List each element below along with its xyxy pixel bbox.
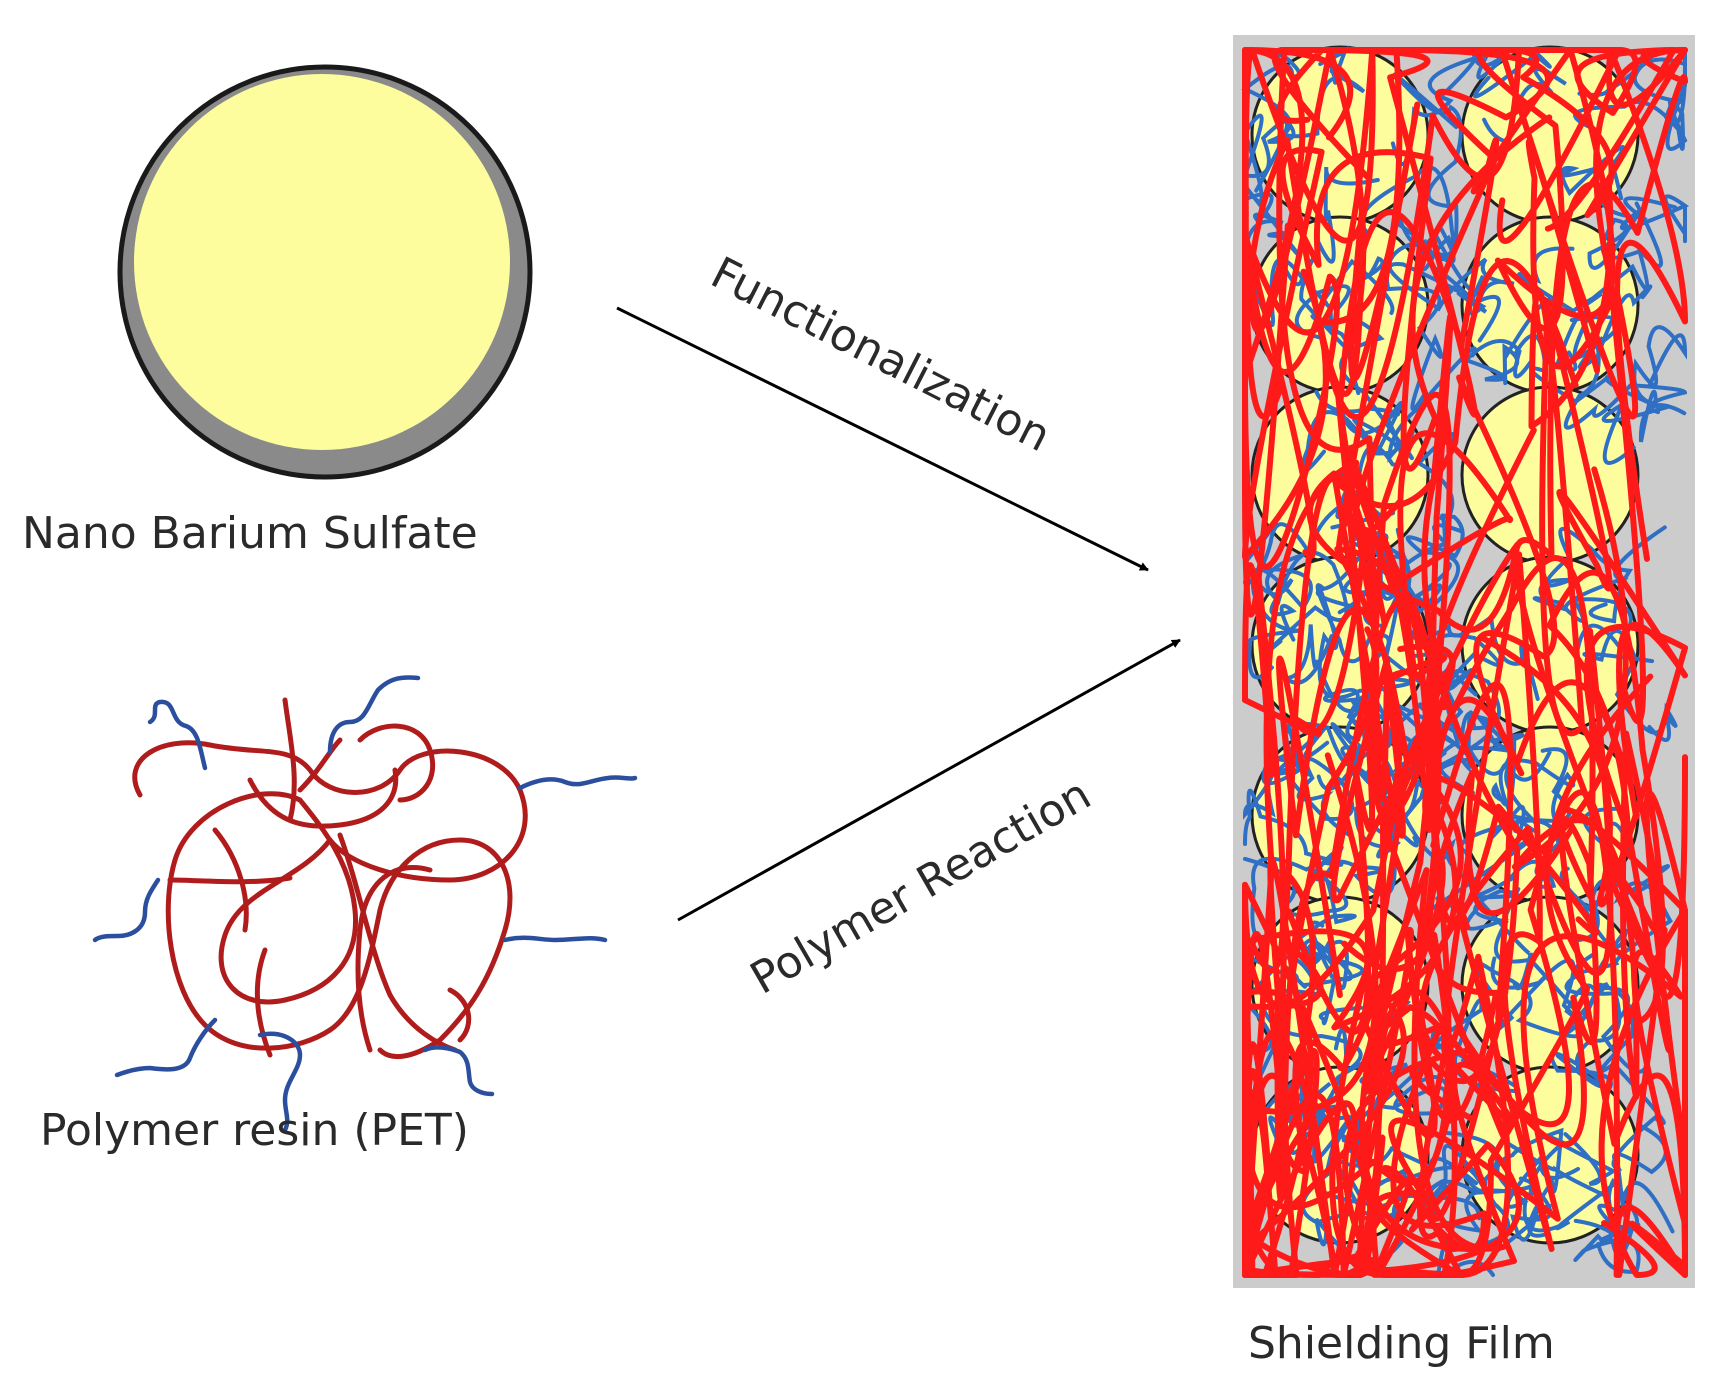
- polymer-reaction-label: Polymer Reaction: [742, 769, 1099, 1005]
- film-polymer-strand: [1478, 569, 1688, 1025]
- film-polymer-strand: [1242, 394, 1378, 1035]
- film-matrix-strand: [1359, 1062, 1452, 1116]
- film-polymer-strand: [1276, 47, 1558, 777]
- film-matrix-strand: [1393, 205, 1488, 316]
- film-polymer-strand: [1315, 47, 1551, 540]
- shielding-film: [1233, 35, 1695, 1288]
- film-polymer-strand: [1336, 47, 1616, 413]
- film-matrix-strand: [1315, 583, 1413, 700]
- film-matrix-strand: [1601, 325, 1688, 465]
- resin-chains: [132, 697, 528, 1060]
- film-polymer-strand: [1390, 628, 1614, 1253]
- film-polymer-strand: [1242, 47, 1376, 420]
- resin-label: Polymer resin (PET): [40, 1105, 469, 1156]
- film-polymer-strand: [1598, 907, 1689, 1278]
- film-matrix-strand: [1522, 1161, 1639, 1233]
- film-polymer-strand: [1329, 546, 1462, 1279]
- film-polymer-strand: [1496, 47, 1688, 562]
- film-matrix-strand: [1473, 956, 1585, 1039]
- film-matrix-strand: [1278, 712, 1368, 771]
- film-matrix-strand: [1563, 315, 1688, 430]
- film-polymer-strands: [1241, 46, 1689, 1279]
- film-matrix-strand: [1598, 982, 1668, 1175]
- film-polymer-strand: [1528, 181, 1688, 821]
- film-matrix-strand: [1462, 297, 1561, 385]
- functionalization-arrow: [616, 306, 1149, 572]
- polymer-resin-cluster: [92, 675, 638, 1133]
- film-polymer-strand: [1372, 551, 1555, 1278]
- film-polymer-strand: [1388, 769, 1688, 1227]
- resin-functional-groups: [92, 675, 638, 1133]
- polymer-reaction-arrow: [677, 638, 1181, 922]
- film-label: Shielding Film: [1248, 1318, 1555, 1369]
- film-polymer-strand: [1242, 766, 1438, 1278]
- barium-sulfate-particle: [117, 64, 533, 480]
- particle-core: [134, 74, 510, 450]
- functionalization-label: Functionalization: [703, 247, 1058, 462]
- particle-label: Nano Barium Sulfate: [22, 508, 478, 559]
